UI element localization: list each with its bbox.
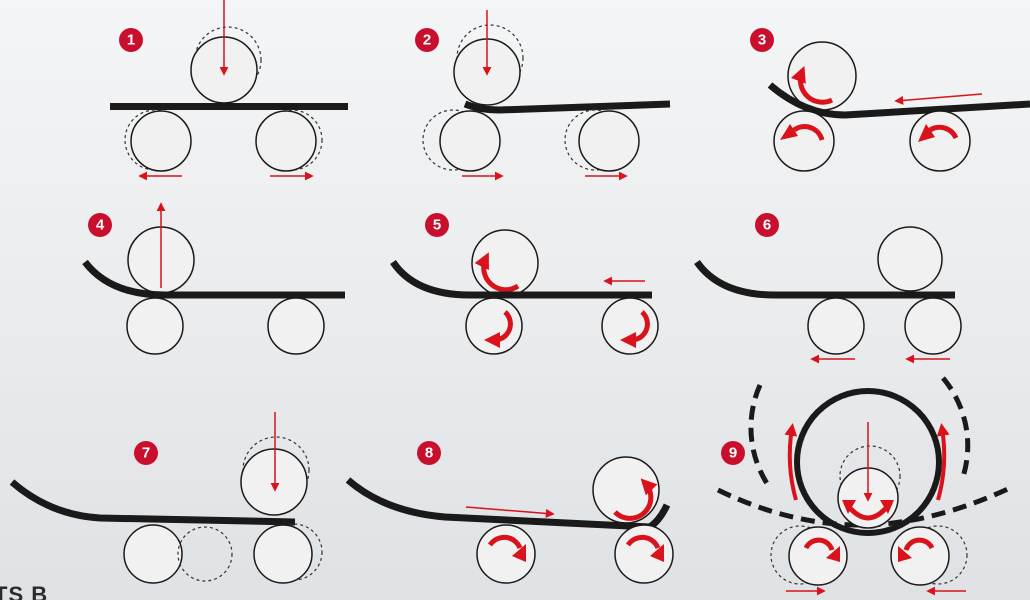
bottom-roller-right [255, 110, 317, 172]
bottom-roller-left [123, 524, 183, 584]
rotation-arrow [625, 534, 661, 550]
bottom-roller-right [267, 297, 325, 355]
step-8-panel: 8 [345, 441, 674, 584]
bottom-roller-left [807, 297, 865, 355]
rotation-arrow-head [780, 124, 798, 140]
rotation-arrow [487, 534, 523, 550]
top-roller-ghost [839, 445, 901, 507]
rotation-arrow-head [880, 500, 894, 514]
bottom-roller-right [578, 110, 640, 172]
bottom-roller-right-ghost [261, 109, 323, 171]
step-5-number: 5 [433, 217, 441, 234]
bottom-roller-left [788, 526, 848, 586]
bottom-roller-right [614, 524, 674, 584]
bottom-roller-right [909, 110, 971, 172]
dashed-outer-arc [748, 383, 773, 490]
step-9-badge: 9 [721, 441, 745, 465]
rotation-arrow [791, 66, 834, 105]
step-4-number: 4 [96, 217, 105, 234]
plate [390, 259, 652, 299]
plate [9, 479, 296, 526]
bottom-roller-right [253, 524, 313, 584]
rotation-arrow [631, 310, 650, 343]
step-7-panel: 7 [9, 412, 323, 584]
bottom-roller-left [126, 297, 184, 355]
rotation-arrow [848, 506, 888, 521]
step-3-number: 3 [758, 32, 766, 49]
step-6-panel: 6 [694, 213, 962, 364]
bottom-roller-middle-ghost [177, 526, 233, 582]
rotation-arrow-head [620, 332, 636, 348]
rotation-arrow [474, 252, 520, 293]
step-8-badge: 8 [417, 441, 441, 465]
bottom-roller-right [904, 297, 962, 355]
rotation-arrow [803, 537, 835, 551]
rotation-arrow-head [842, 500, 856, 514]
step-2-badge: 2 [415, 28, 439, 52]
rotation-arrow [936, 422, 950, 501]
plate [463, 100, 671, 114]
top-roller [877, 226, 943, 292]
step-7-number: 7 [142, 445, 150, 462]
step-2-number: 2 [423, 32, 431, 49]
step-1-number: 1 [127, 32, 135, 49]
rotation-arrow [784, 422, 798, 501]
rotation-arrow [928, 124, 959, 140]
plate [694, 259, 955, 299]
step-4-badge: 4 [88, 213, 112, 237]
bottom-roller-left [465, 297, 523, 355]
rotation-arrow-head [650, 544, 664, 562]
rotation-arrow [903, 537, 935, 551]
step-4-panel: 4 [82, 202, 345, 355]
step-6-number: 6 [763, 217, 771, 234]
dashed-bottom-curve [716, 485, 1012, 528]
bottom-roller-left [130, 110, 192, 172]
plate [767, 82, 1030, 119]
step-9-number: 9 [729, 445, 737, 462]
top-roller [240, 448, 308, 516]
formed-ring [794, 388, 942, 536]
bottom-roller-left [476, 524, 536, 584]
step-7-badge: 7 [134, 441, 158, 465]
rotation-arrow-head [512, 544, 526, 562]
rotation-arrow-head [826, 546, 840, 562]
bottom-roller-right [890, 526, 950, 586]
step-2-panel: 2 [415, 10, 671, 181]
step-5-panel: 5 [390, 213, 659, 355]
rotation-arrow-head [484, 332, 500, 348]
step-3-badge: 3 [750, 28, 774, 52]
right-arrow [465, 506, 555, 518]
left-arrow [894, 93, 983, 105]
plate [345, 477, 671, 531]
step-5-badge: 5 [425, 213, 449, 237]
rotation-arrow-head [898, 546, 912, 562]
step-8-number: 8 [425, 445, 433, 462]
step-1-badge: 1 [119, 28, 143, 52]
step-6-badge: 6 [755, 213, 779, 237]
bottom-roller-left [439, 110, 501, 172]
plate [82, 259, 345, 299]
step-1-panel: 1 [110, 0, 348, 181]
bottom-roller-left [773, 110, 835, 172]
rotation-arrow [792, 124, 825, 141]
step-3-panel: 3 [750, 28, 1030, 172]
cropped-brand-text: TS B [0, 582, 49, 600]
dashed-outer-arc [941, 376, 971, 481]
rotation-arrow [613, 478, 658, 521]
step-9-panel: 9 [716, 376, 1012, 596]
plate [110, 103, 348, 110]
rotation-arrow-head [918, 124, 935, 142]
